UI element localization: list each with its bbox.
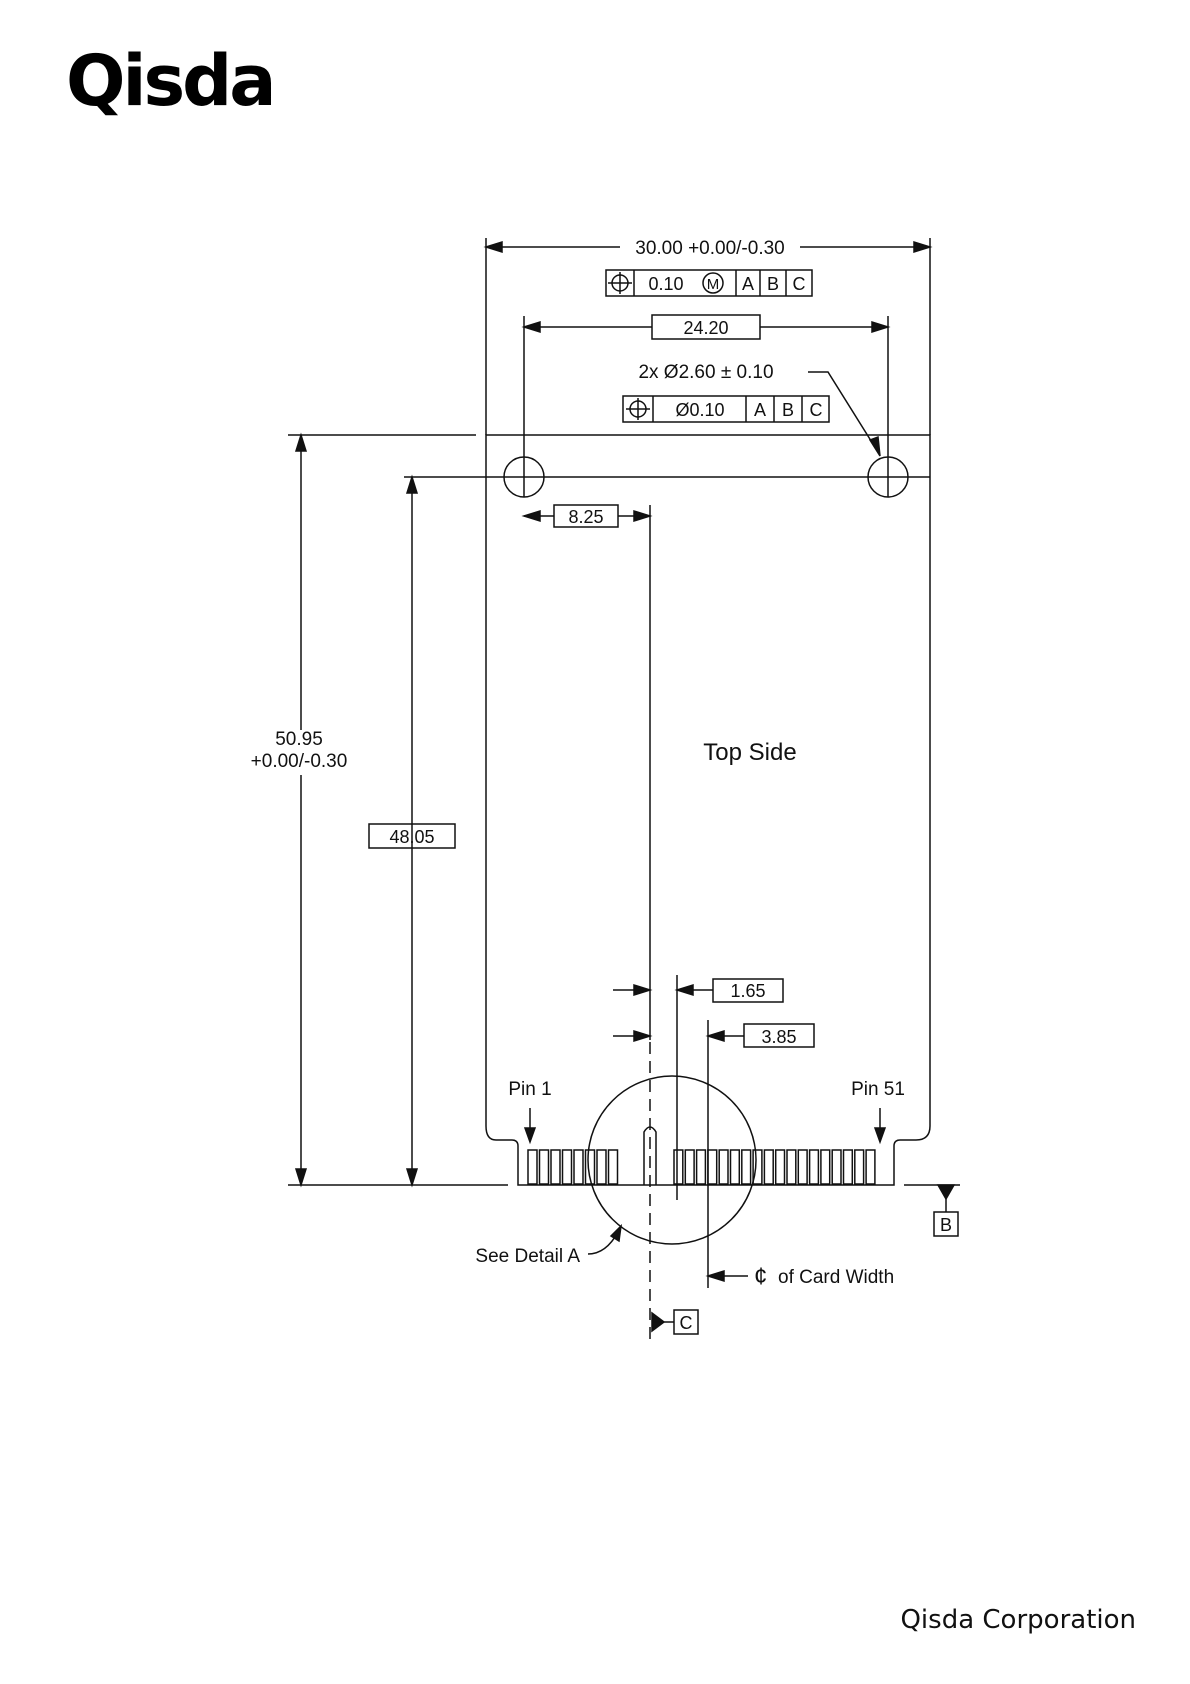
contact-pin [685, 1150, 694, 1184]
width-dimension: 30.00 +0.00/-0.30 [635, 238, 785, 259]
contact-pin [708, 1150, 717, 1184]
see-detail-label: See Detail A [475, 1246, 580, 1267]
contact-pin [844, 1150, 853, 1184]
contact-pin [609, 1150, 618, 1184]
contact-pin [855, 1150, 864, 1184]
footer-company: Qisda Corporation [900, 1605, 1136, 1635]
contact-pin [540, 1150, 549, 1184]
pins-right-group [674, 1150, 875, 1184]
contact-pin [528, 1150, 537, 1184]
centerline-label: of Card Width [778, 1267, 894, 1288]
contact-pin [719, 1150, 728, 1184]
contact-pin [832, 1150, 841, 1184]
hole-offset-dimension: 8.25 [568, 507, 603, 527]
datum-c-label: C [680, 1313, 693, 1333]
contact-pin [776, 1150, 785, 1184]
pin-51-label: Pin 51 [851, 1079, 905, 1100]
fcf2-datum-b: B [782, 400, 794, 420]
contact-pin [787, 1150, 796, 1184]
contact-pin [674, 1150, 683, 1184]
contact-pin [563, 1150, 572, 1184]
fcf1-modifier: M [707, 276, 720, 293]
height-dimension-line2: +0.00/-0.30 [251, 751, 348, 772]
key-offset-1-dimension: 1.65 [730, 981, 765, 1001]
pins-left-group [528, 1150, 618, 1184]
fcf2-datum-a: A [754, 400, 766, 420]
fcf2-datum-c: C [810, 400, 823, 420]
fcf1-tolerance: 0.10 [648, 274, 683, 294]
hole-callout: 2x Ø2.60 ± 0.10 [638, 362, 773, 383]
contact-pin [866, 1150, 875, 1184]
contact-pin [574, 1150, 583, 1184]
top-side-label: Top Side [703, 739, 796, 766]
feature-control-frame-2: Ø0.10 A B C [623, 396, 829, 422]
fcf2-tolerance: Ø0.10 [675, 400, 724, 420]
hole-height-dimension: 48.05 [389, 827, 434, 847]
contact-pin [821, 1150, 830, 1184]
hole-spacing-dimension: 24.20 [683, 318, 728, 338]
contact-pin [697, 1150, 706, 1184]
centerline-symbol: ¢ [754, 1263, 767, 1290]
height-dimension-line1: 50.95 [275, 729, 323, 750]
feature-control-frame-1: 0.10 M A B C [606, 270, 812, 296]
contact-pin [551, 1150, 560, 1184]
contact-pin [731, 1150, 740, 1184]
contact-pin [810, 1150, 819, 1184]
contact-pin [597, 1150, 606, 1184]
fcf1-datum-c: C [793, 274, 806, 294]
key-offset-2-dimension: 3.85 [761, 1027, 796, 1047]
fcf1-datum-b: B [767, 274, 779, 294]
datum-b-label: B [940, 1215, 952, 1235]
fcf1-datum-a: A [742, 274, 754, 294]
pin-1-label: Pin 1 [508, 1079, 551, 1100]
contact-pin [742, 1150, 751, 1184]
contact-pin [798, 1150, 807, 1184]
contact-pin [764, 1150, 773, 1184]
